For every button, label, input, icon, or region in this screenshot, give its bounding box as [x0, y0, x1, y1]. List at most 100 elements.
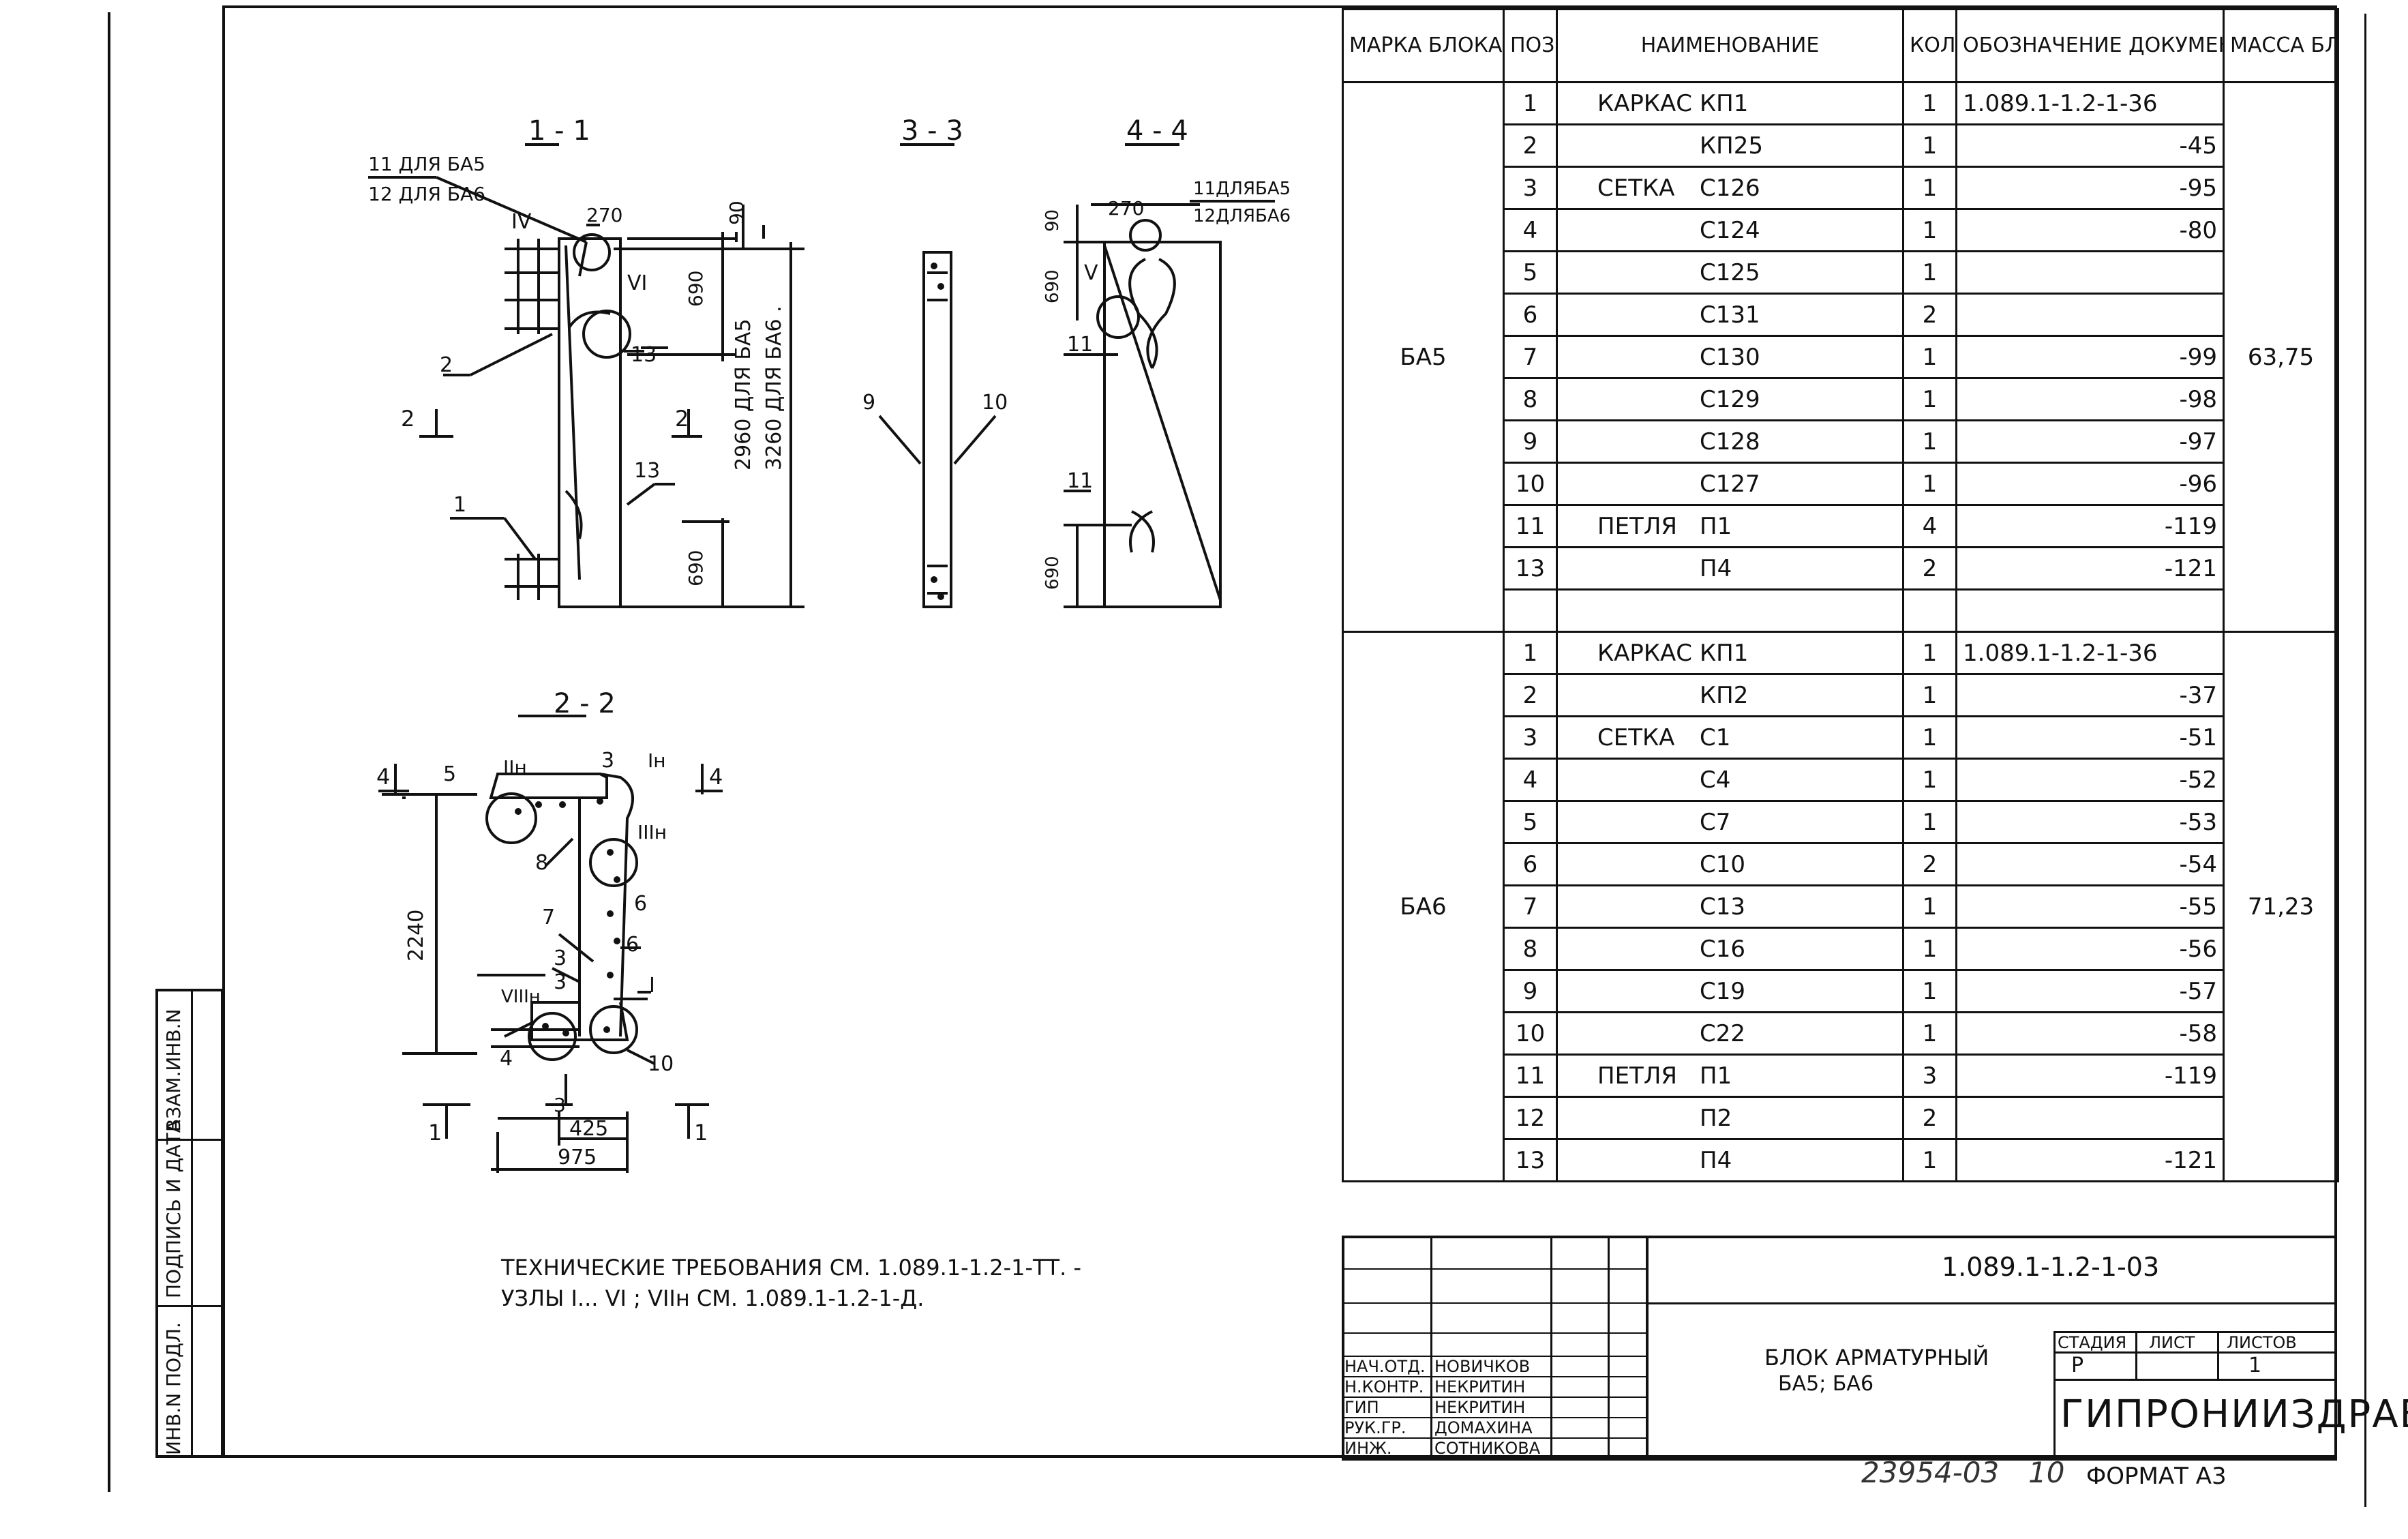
note-line-2: УЗЛЫ I... VI ; VIIн СМ. 1.089.1-1.2-1-Д.: [501, 1285, 924, 1311]
label-s22-4a: 4: [376, 764, 390, 790]
row-name: С125: [1556, 250, 1904, 295]
row-qty: 2: [1902, 546, 1957, 591]
row-pos: 11: [1503, 1054, 1558, 1098]
section-title-1-1: 1 - 1: [528, 115, 590, 147]
row-name: П4: [1556, 546, 1904, 591]
signer-row: Н.КОНТР.НЕКРИТИН: [1342, 1377, 1646, 1396]
label-s44-11a: 11: [1067, 333, 1093, 357]
row-item: С131: [1700, 301, 1760, 329]
row-item: П2: [1700, 1104, 1732, 1132]
label-s22-cut3: 3: [554, 1094, 566, 1116]
label-s22-5: 5: [443, 762, 456, 786]
signer-name: НЕКРИТИН: [1434, 1398, 1526, 1417]
row-name: С124: [1556, 208, 1904, 252]
label-s44-11b: 11: [1067, 469, 1093, 493]
row-name: С22: [1556, 1011, 1904, 1056]
row-item: С130: [1700, 343, 1760, 371]
label-s11-1: 1: [453, 493, 466, 517]
row-item: С128: [1700, 428, 1760, 455]
label-s44-270: 270: [1108, 197, 1144, 220]
row-pos: 1: [1503, 81, 1558, 125]
row-doc: -52: [1955, 758, 2225, 802]
row-pos: 4: [1503, 208, 1558, 252]
label-s11-note1: 11 ДЛЯ БА5: [368, 153, 485, 175]
row-qty: 1: [1902, 208, 1957, 252]
row-doc: -98: [1955, 377, 2225, 421]
label-s11-2: 2: [440, 353, 453, 377]
frame-left-outer: [108, 12, 110, 1492]
row-doc: -121: [1955, 1138, 2225, 1182]
sheet-number: 10: [2028, 1456, 2065, 1489]
row-pos: 13: [1503, 1138, 1558, 1182]
row-doc: -96: [1955, 462, 2225, 506]
row-item: С7: [1700, 808, 1731, 836]
signer-role: Н.КОНТР.: [1344, 1377, 1424, 1396]
label-s22-roman3: IIIн: [637, 821, 667, 843]
row-qty: 2: [1902, 293, 1957, 337]
label-s22-4b: 4: [709, 764, 723, 790]
row-item: КП1: [1700, 89, 1749, 117]
row-item: С124: [1700, 216, 1760, 244]
row-item: С1: [1700, 723, 1731, 751]
row-qty: 4: [1902, 504, 1957, 548]
row-pos: 2: [1503, 123, 1558, 168]
stage-label: СТАДИЯ: [2058, 1333, 2127, 1352]
label-s44-roman5: V: [1084, 261, 1098, 285]
row-pos: 7: [1503, 884, 1558, 929]
row-qty: 1: [1902, 800, 1957, 844]
label-s22-7: 7: [542, 906, 555, 929]
row-qty: [1902, 588, 1957, 633]
label-s22-6a: 6: [634, 892, 647, 916]
table-row: [1343, 588, 2338, 633]
row-doc: 1.089.1-1.2-1-36: [1955, 631, 2225, 675]
row-doc: [1955, 293, 2225, 337]
signer-name: ДОМАХИНА: [1434, 1418, 1533, 1437]
note-line-1: ТЕХНИЧЕСКИЕ ТРЕБОВАНИЯ СМ. 1.089.1-1.2-1…: [500, 1255, 1081, 1281]
row-doc: [1955, 1096, 2225, 1140]
row-name: С128: [1556, 419, 1904, 464]
row-pos: 6: [1503, 293, 1558, 337]
row-qty: 1: [1902, 335, 1957, 379]
block-mass: 71,23: [2223, 631, 2339, 1182]
row-qty: 1: [1902, 927, 1957, 971]
sheets-label: ЛИСТОВ: [2227, 1333, 2297, 1352]
sheet-label: ЛИСТ: [2149, 1333, 2195, 1352]
row-qty: 2: [1902, 842, 1957, 886]
row-doc: -55: [1955, 884, 2225, 929]
row-pos: 8: [1503, 927, 1558, 971]
row-pos: [1503, 588, 1558, 633]
row-pos: 7: [1503, 335, 1558, 379]
row-item: КП2: [1700, 681, 1749, 709]
row-item: П4: [1700, 554, 1732, 582]
sheets-value: 1: [2248, 1354, 2262, 1377]
row-pos: 10: [1503, 462, 1558, 506]
row-qty: 1: [1902, 462, 1957, 506]
frame-left: [222, 5, 225, 1456]
section-title-4-4: 4 - 4: [1126, 115, 1188, 147]
row-qty: 1: [1902, 419, 1957, 464]
row-item: С127: [1700, 470, 1760, 498]
row-name: [1556, 588, 1904, 633]
row-doc: -54: [1955, 842, 2225, 886]
row-name: С16: [1556, 927, 1904, 971]
signer-name: СОТНИКОВА: [1434, 1439, 1541, 1458]
table-row: 10 С127 1-96: [1343, 462, 2338, 506]
label-s11-90: 90: [725, 200, 748, 225]
row-doc: -37: [1955, 673, 2225, 717]
row-item: КП1: [1700, 639, 1749, 667]
